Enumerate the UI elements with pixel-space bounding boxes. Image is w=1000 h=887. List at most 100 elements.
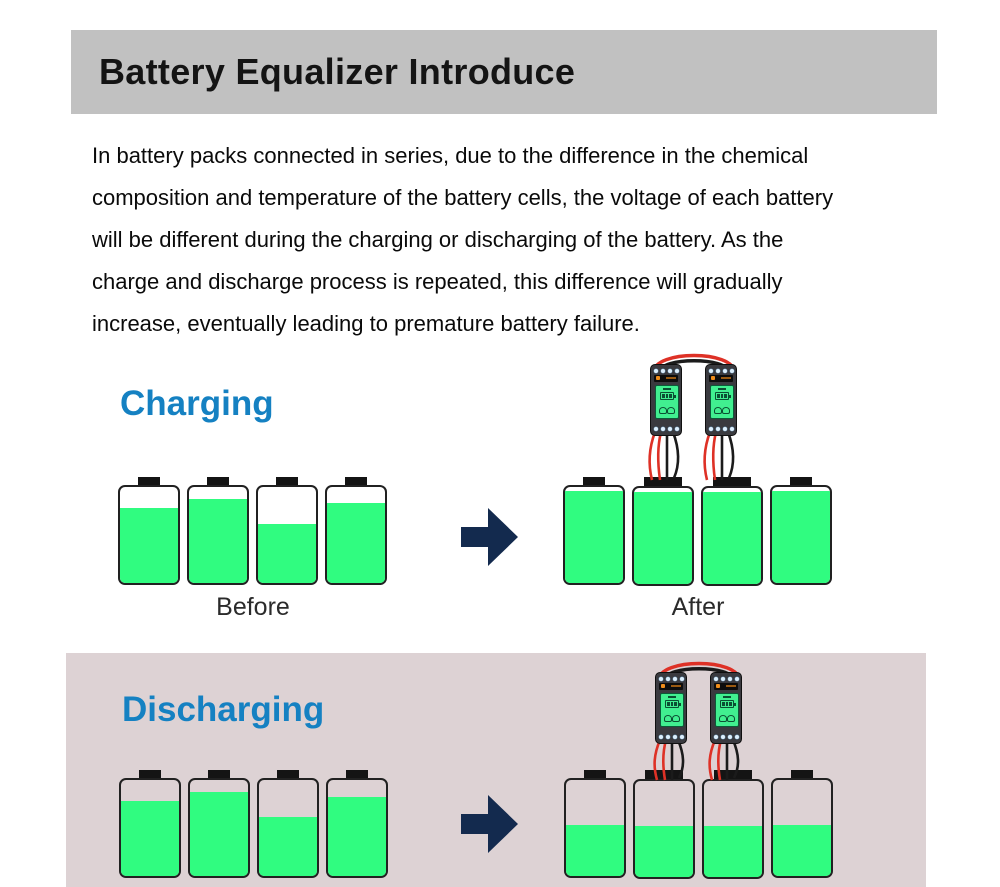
battery-body — [701, 486, 763, 586]
battery-body — [632, 486, 694, 586]
battery-terminal — [277, 770, 299, 778]
battery-icon — [770, 477, 832, 586]
battery-charge-fill — [258, 524, 316, 583]
lcd-readout — [723, 696, 731, 698]
intro-line: charge and discharge process is repeated… — [92, 269, 783, 294]
battery-charge-fill — [190, 791, 248, 876]
equalizer-brand-strip — [709, 375, 733, 382]
battery-terminal — [345, 477, 367, 485]
meter-icon — [659, 407, 667, 414]
meter-icon — [667, 407, 675, 414]
charging-heading: Charging — [120, 384, 274, 423]
terminal-dots-top — [711, 677, 741, 681]
battery-charge-fill — [327, 503, 385, 583]
charging-before-batteries — [118, 477, 387, 585]
battery-charge-fill — [121, 801, 179, 876]
meter-icon — [727, 715, 735, 722]
equalizer-brand-strip — [654, 375, 678, 382]
battery-equalizer-device — [705, 364, 737, 436]
battery-charge-fill — [565, 490, 623, 583]
battery-icon — [702, 770, 764, 879]
intro-line: will be different during the charging or… — [92, 227, 784, 252]
battery-terminal — [207, 477, 229, 485]
battery-charge-fill — [328, 797, 386, 876]
battery-icon — [119, 770, 181, 878]
equalizer-lcd-screen — [660, 693, 684, 727]
meter-icon — [672, 715, 680, 722]
battery-charge-fill — [635, 826, 693, 877]
battery-gauge-icon — [665, 700, 681, 708]
right-arrow-icon — [461, 793, 519, 855]
battery-charge-fill — [189, 498, 247, 583]
equalizer-pair — [646, 656, 758, 796]
battery-charge-fill — [772, 490, 830, 583]
battery-icon — [325, 477, 387, 585]
terminal-dots-top — [706, 369, 736, 373]
terminal-dots-bottom — [706, 427, 736, 431]
battery-body — [770, 485, 832, 585]
battery-gauge-icon — [720, 700, 736, 708]
intro-paragraph: In battery packs connected in series, du… — [92, 135, 833, 345]
charging-after-batteries — [563, 477, 832, 586]
intro-line: In battery packs connected in series, du… — [92, 143, 809, 168]
battery-icon — [256, 477, 318, 585]
meter-icon — [719, 715, 727, 722]
battery-charge-fill — [704, 826, 762, 877]
battery-terminal — [790, 477, 812, 485]
battery-terminal — [346, 770, 368, 778]
page-title: Battery Equalizer Introduce — [99, 51, 576, 92]
battery-charge-fill — [773, 825, 831, 876]
battery-icon — [187, 477, 249, 585]
battery-gauge-icon — [715, 392, 731, 400]
battery-terminal — [713, 477, 751, 486]
equalizer-lcd-screen — [655, 385, 679, 419]
battery-terminal — [583, 477, 605, 485]
battery-charge-fill — [566, 825, 624, 876]
equalizer-pair — [641, 348, 753, 488]
lcd-readout — [663, 388, 671, 390]
battery-charge-fill — [120, 508, 178, 583]
battery-body — [563, 485, 625, 585]
battery-icon — [701, 477, 763, 586]
after-label: After — [671, 593, 725, 621]
battery-terminal — [138, 477, 160, 485]
battery-terminal — [276, 477, 298, 485]
battery-equalizer-device — [650, 364, 682, 436]
meter-icon — [714, 407, 722, 414]
battery-terminal — [584, 770, 606, 778]
battery-equalizer-device — [710, 672, 742, 744]
battery-body — [119, 778, 181, 878]
equalizer-lcd-screen — [710, 385, 734, 419]
battery-body — [702, 779, 764, 879]
battery-terminal — [644, 477, 682, 486]
terminal-dots-top — [651, 369, 681, 373]
discharging-heading: Discharging — [122, 690, 325, 729]
lcd-readout — [718, 388, 726, 390]
battery-body — [633, 779, 695, 879]
lcd-readout — [668, 696, 676, 698]
battery-body — [564, 778, 626, 878]
battery-terminal — [208, 770, 230, 778]
terminal-dots-bottom — [656, 735, 686, 739]
battery-body — [326, 778, 388, 878]
battery-body — [118, 485, 180, 585]
battery-icon — [257, 770, 319, 878]
battery-icon — [326, 770, 388, 878]
battery-body — [771, 778, 833, 878]
battery-charge-fill — [703, 491, 761, 584]
battery-body — [187, 485, 249, 585]
terminal-dots-bottom — [651, 427, 681, 431]
battery-charge-fill — [259, 817, 317, 876]
battery-body — [256, 485, 318, 585]
terminal-dots-top — [656, 677, 686, 681]
battery-terminal — [139, 770, 161, 778]
equalizer-lcd-screen — [715, 693, 739, 727]
battery-body — [188, 778, 250, 878]
meter-icon — [664, 715, 672, 722]
intro-line: increase, eventually leading to prematur… — [92, 311, 640, 336]
battery-body — [325, 485, 387, 585]
equalizer-brand-strip — [714, 683, 738, 690]
